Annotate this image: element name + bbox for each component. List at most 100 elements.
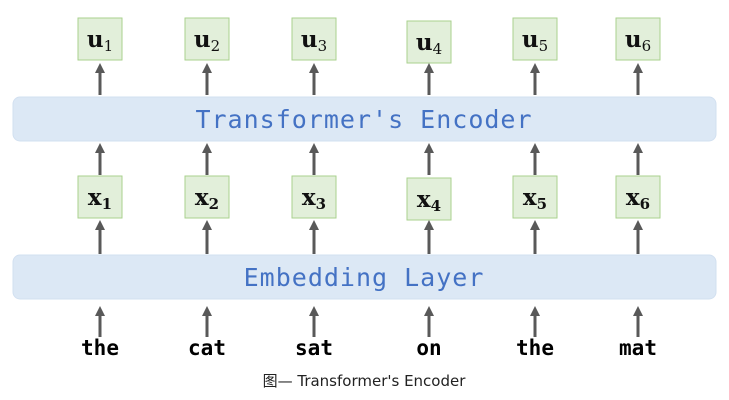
inputs-vector: x2 [184,175,230,219]
token-word: on [416,336,441,360]
arrow-embedding-to-input-head [633,220,643,230]
inputs-vector-letter: x [195,184,209,211]
outputs-vector-label: u3 [301,26,327,55]
arrow-encoder-to-output [530,63,540,95]
outputs-vector-subscript: 5 [539,37,549,55]
inputs-vector-label: x3 [302,184,326,213]
inputs-vector-label: x2 [195,184,219,213]
inputs-vector: x5 [512,175,558,219]
inputs-vector-subscript: 3 [316,195,326,213]
arrow-embedding-to-input-head [424,220,434,230]
arrow-input-to-encoder-head [633,143,643,153]
arrow-input-to-encoder-head [95,143,105,153]
inputs-vector-subscript: 2 [209,195,219,213]
inputs-vector-label: x1 [88,184,112,213]
arrow-embedding-to-input [202,220,212,254]
outputs-vector-box [77,17,123,61]
encoder-layer-bar [12,96,717,142]
outputs-vector-box [512,17,558,61]
outputs-vector-letter: u [87,26,104,53]
inputs-vector-subscript: 4 [431,197,441,215]
arrow-input-to-encoder [309,143,319,175]
arrow-input-to-encoder [202,143,212,175]
outputs-vector-subscript: 4 [433,40,443,58]
encoder-layer-label: Transformer's Encoder [195,105,532,134]
arrow-token-to-embedding-head [633,306,643,316]
input-tokens: the cat sat on the mat [81,336,657,360]
encoder-layer: Transformer's Encoder [12,96,717,142]
token-word: mat [619,336,657,360]
inputs-vector-box [406,177,452,221]
flow-arrows [95,63,643,337]
token-word: the [81,336,119,360]
outputs-vector: u2 [184,17,230,61]
outputs-vector-box [291,17,337,61]
arrow-token-to-embedding [530,306,540,337]
inputs-vector-box [291,175,337,219]
arrow-input-to-encoder [95,143,105,175]
embedding-layer-bar [12,254,717,300]
inputs-vector-subscript: 5 [537,195,547,213]
arrow-token-to-embedding [202,306,212,337]
outputs-vector-letter: u [625,26,642,53]
inputs-vector: x6 [615,175,661,219]
arrow-embedding-to-input-head [202,220,212,230]
arrow-input-to-encoder-head [309,143,319,153]
arrow-token-to-embedding [633,306,643,337]
inputs-vector: x4 [406,177,452,221]
arrow-encoder-to-output-head [424,63,434,73]
inputs-vector-subscript: 6 [640,195,650,213]
arrow-encoder-to-output [633,63,643,95]
outputs-vector-subscript: 3 [318,37,328,55]
outputs-vector-label: u2 [194,26,220,55]
arrow-encoder-to-output-head [202,63,212,73]
arrow-encoder-to-output-head [309,63,319,73]
figure-caption: 图— Transformer's Encoder [263,372,467,390]
outputs-vector-label: u6 [625,26,651,55]
arrow-encoder-to-output-head [633,63,643,73]
outputs-vector-letter: u [522,26,539,53]
token-word: sat [295,336,333,360]
inputs-vector-box [184,175,230,219]
arrow-encoder-to-output [424,63,434,95]
inputs-vector-label: x5 [523,184,547,213]
embedding-layer: Embedding Layer [12,254,717,300]
outputs-vector-subscript: 2 [211,37,221,55]
arrow-token-to-embedding-head [202,306,212,316]
inputs-vector-letter: x [417,186,431,213]
embedding-layer-label: Embedding Layer [244,263,485,292]
arrow-token-to-embedding [424,306,434,337]
token-word: the [516,336,554,360]
arrow-token-to-embedding-head [530,306,540,316]
arrow-token-to-embedding [95,306,105,337]
outputs-vector-box [406,20,452,64]
arrow-encoder-to-output [95,63,105,95]
outputs-vector-subscript: 1 [104,37,114,55]
arrow-token-to-embedding-head [309,306,319,316]
outputs-vector-letter: u [301,26,318,53]
arrow-token-to-embedding-head [424,306,434,316]
arrow-embedding-to-input-head [530,220,540,230]
inputs-vector-box [615,175,661,219]
outputs-vector-letter: u [416,29,433,56]
arrow-embedding-to-input [309,220,319,254]
inputs-vector-box [512,175,558,219]
arrow-encoder-to-output-head [530,63,540,73]
arrow-encoder-to-output-head [95,63,105,73]
inputs-vector-letter: x [523,184,537,211]
arrow-embedding-to-input [424,220,434,254]
outputs-vector: u1 [77,17,123,61]
outputs-vector-label: u5 [522,26,548,55]
inputs-vector-box [77,175,123,219]
inputs-vector-letter: x [88,184,102,211]
arrow-embedding-to-input [633,220,643,254]
outputs-vector-label: u1 [87,26,113,55]
arrow-token-to-embedding-head [95,306,105,316]
token-word: cat [188,336,226,360]
arrow-embedding-to-input [95,220,105,254]
arrow-embedding-to-input-head [309,220,319,230]
arrow-input-to-encoder-head [530,143,540,153]
